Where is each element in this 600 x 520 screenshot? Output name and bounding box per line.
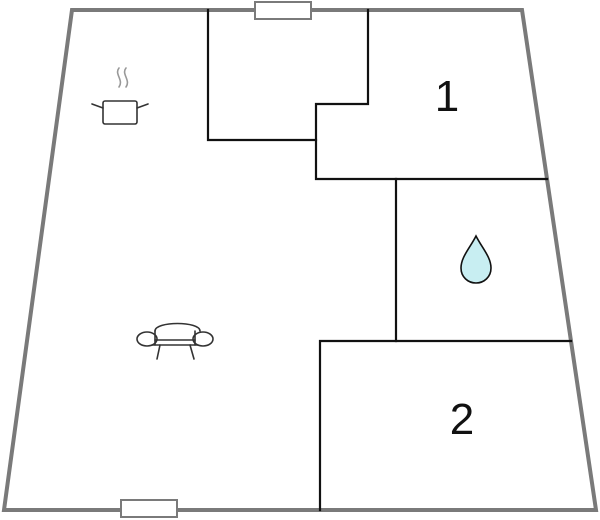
window-top <box>254 1 312 20</box>
window-bottom <box>120 499 178 518</box>
room-2-label: 2 <box>450 395 474 444</box>
outer-wall <box>1 8 599 512</box>
closet-wall <box>206 8 318 142</box>
sofa-icon <box>136 322 214 360</box>
water-drop-shape <box>460 234 492 284</box>
cooking-pot-icon <box>91 67 149 125</box>
interior-walls <box>206 8 573 512</box>
room-2-wall <box>318 339 573 512</box>
water-drop-icon <box>460 234 492 284</box>
room-1-wall <box>314 8 549 181</box>
room-1-label: 1 <box>435 72 459 121</box>
